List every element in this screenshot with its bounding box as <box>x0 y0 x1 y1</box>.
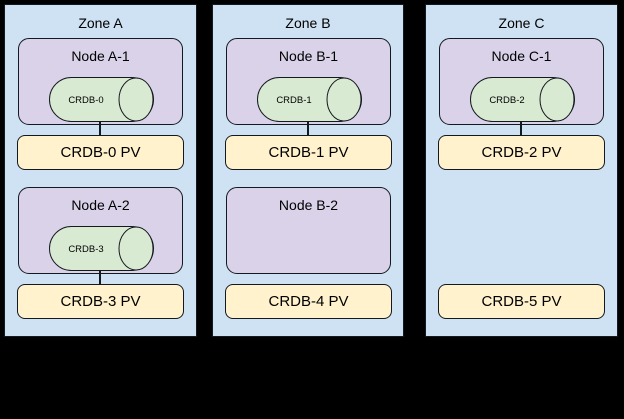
zone-a-title: Zone A <box>78 15 123 31</box>
connector-line <box>307 122 309 135</box>
zone-c: Zone C Node C-1 CRDB-2 CRDB-2 PV CRDB-5 … <box>425 4 618 337</box>
zone-b-title: Zone B <box>285 15 331 31</box>
node-b2-label: Node B-2 <box>278 197 339 213</box>
zone-b: Zone B Node B-1 CRDB-1 CRDB-1 PV Node B-… <box>212 4 404 337</box>
pv-label: CRDB-2 PV <box>481 144 562 161</box>
crdb-3-disk-label: CRDB-3 <box>68 244 103 255</box>
pv-box-crdb-4: CRDB-4 PV <box>225 284 392 319</box>
connector-line <box>99 271 101 284</box>
connector-line <box>99 122 101 135</box>
pv-label: CRDB-4 PV <box>268 293 349 310</box>
zone-a: Zone A Node A-1 CRDB-0 CRDB-0 PV Node A-… <box>4 4 197 337</box>
pv-label: CRDB-1 PV <box>268 144 349 161</box>
pv-label: CRDB-5 PV <box>481 293 562 310</box>
pv-box-crdb-5: CRDB-5 PV <box>438 284 605 319</box>
pv-box-crdb-0: CRDB-0 PV <box>17 135 184 170</box>
node-a1: Node A-1 CRDB-0 <box>18 38 183 125</box>
node-a1-label: Node A-1 <box>71 48 130 64</box>
node-a2-label: Node A-2 <box>71 197 130 213</box>
crdb-0-disk-label: CRDB-0 <box>68 95 103 106</box>
crdb-2-disk-label: CRDB-2 <box>489 95 524 106</box>
crdb-2-cylinder-icon: CRDB-2 <box>469 77 575 122</box>
pv-box-crdb-2: CRDB-2 PV <box>438 135 605 170</box>
node-c1: Node C-1 CRDB-2 <box>439 38 604 125</box>
node-b2: Node B-2 <box>226 187 391 274</box>
crdb-3-cylinder-icon: CRDB-3 <box>48 226 154 271</box>
node-a2: Node A-2 CRDB-3 <box>18 187 183 274</box>
crdb-1-cylinder-icon: CRDB-1 <box>256 77 362 122</box>
connector-line <box>520 122 522 135</box>
pv-box-crdb-1: CRDB-1 PV <box>225 135 392 170</box>
node-b1: Node B-1 CRDB-1 <box>226 38 391 125</box>
zone-c-title: Zone C <box>498 15 545 31</box>
node-c1-label: Node C-1 <box>491 48 552 64</box>
crdb-0-cylinder-icon: CRDB-0 <box>48 77 154 122</box>
node-b1-label: Node B-1 <box>278 48 339 64</box>
crdb-1-disk-label: CRDB-1 <box>276 95 311 106</box>
pv-box-crdb-3: CRDB-3 PV <box>17 284 184 319</box>
pv-label: CRDB-0 PV <box>60 144 141 161</box>
pv-label: CRDB-3 PV <box>60 293 141 310</box>
